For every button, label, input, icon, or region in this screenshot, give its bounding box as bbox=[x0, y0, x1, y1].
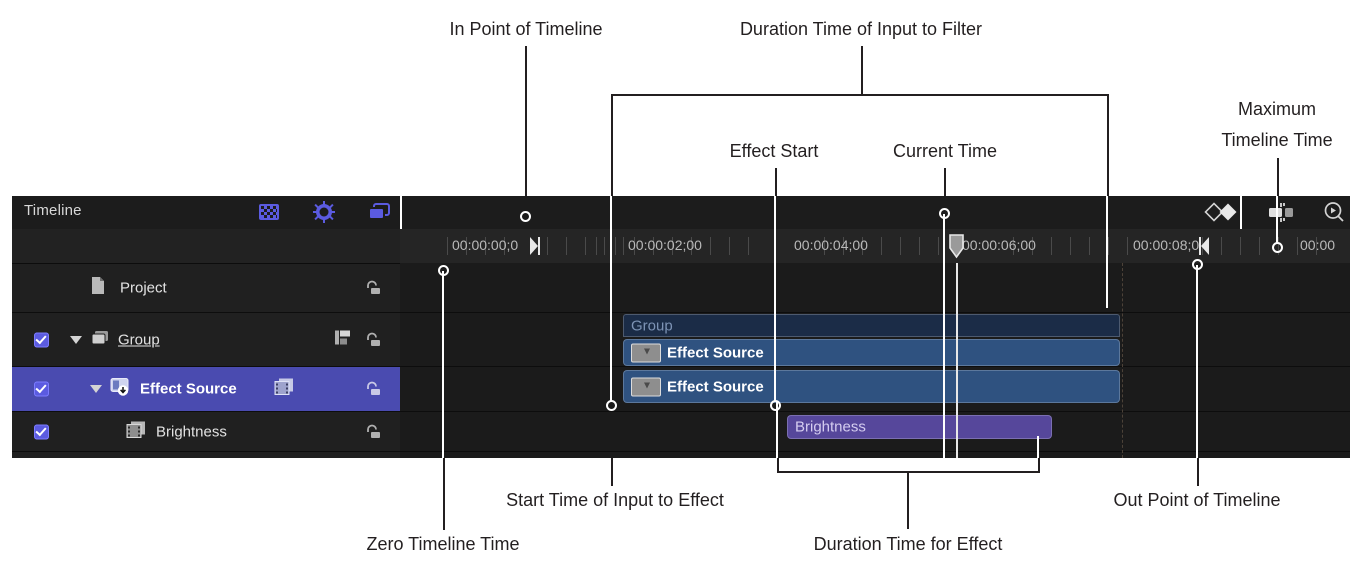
clip-brightness[interactable]: Brightness bbox=[787, 415, 1052, 439]
align-icon[interactable] bbox=[334, 329, 352, 350]
leader-duration-for-effect-stem bbox=[907, 471, 909, 529]
ruler-timecode-3: 00:00:06;00 bbox=[962, 237, 1036, 253]
in-point-marker[interactable] bbox=[529, 236, 541, 261]
timeline-panel: Timeline bbox=[12, 196, 1350, 458]
clip-group[interactable]: Group bbox=[623, 314, 1120, 337]
pin-line-zero-timeline-time bbox=[442, 271, 444, 458]
pin-in-point bbox=[520, 211, 531, 222]
ruler-timecode-2: 00:00:04;00 bbox=[794, 237, 868, 253]
annotation-current-time: Current Time bbox=[892, 141, 998, 161]
pin-line-duration-input-filter-left bbox=[610, 196, 612, 308]
annotation-duration-input-filter: Duration Time of Input to Filter bbox=[739, 19, 983, 39]
pin-line-duration-for-effect-left bbox=[776, 402, 778, 458]
clip-thumbnail bbox=[631, 377, 661, 396]
ruler-timecode-0: 00:00:00;0 bbox=[452, 237, 519, 253]
disclosure-triangle-group[interactable] bbox=[70, 335, 82, 344]
filmstrip-icon bbox=[126, 420, 146, 443]
lane-project bbox=[400, 263, 1350, 313]
lock-icon[interactable] bbox=[364, 381, 382, 397]
annotation-maximum-timeline-time-line2: Timeline Time bbox=[1221, 130, 1333, 150]
header-divider-left bbox=[400, 196, 402, 229]
annotation-in-point: In Point of Timeline bbox=[449, 19, 603, 39]
panel-title: Timeline bbox=[24, 202, 82, 219]
pin-line-start-time-input-effect bbox=[610, 306, 612, 402]
visibility-checkbox-group[interactable] bbox=[34, 332, 49, 347]
pin-line-duration-for-effect-right bbox=[1037, 436, 1039, 458]
layer-name-effect-source: Effect Source bbox=[140, 380, 237, 398]
zoom-play-icon[interactable] bbox=[1322, 201, 1346, 223]
annotation-zero-timeline-time: Zero Timeline Time bbox=[366, 534, 520, 554]
playhead-line bbox=[956, 263, 958, 458]
clip-label-effect-source: Effect Source bbox=[667, 378, 764, 395]
clip-label-group: Group bbox=[631, 317, 673, 334]
lock-icon[interactable] bbox=[364, 332, 382, 348]
visibility-checkbox-brightness[interactable] bbox=[34, 424, 49, 439]
out-point-marker[interactable] bbox=[1198, 236, 1210, 261]
pin-line-current-time bbox=[943, 214, 945, 458]
pin-line-effect-start bbox=[774, 196, 776, 402]
lane-brightness bbox=[400, 412, 1350, 452]
ruler-timecode-4: 00:00:08;0 bbox=[1133, 237, 1200, 253]
layer-name-project: Project bbox=[120, 279, 167, 296]
lane-effect-source bbox=[400, 367, 1350, 412]
checkerboard-icon[interactable] bbox=[257, 201, 281, 223]
leader-duration-input-filter-stem bbox=[861, 46, 863, 94]
annotation-maximum-timeline-time-line1: Maximum bbox=[1237, 99, 1316, 119]
annotation-start-time-input-effect: Start Time of Input to Effect bbox=[506, 490, 724, 510]
layer-row-effect-source[interactable]: Effect Source bbox=[12, 367, 400, 412]
clip-effect-source-nested[interactable]: Effect Source bbox=[623, 339, 1120, 366]
effect-source-icon bbox=[110, 377, 132, 402]
pin-line-duration-input-filter-right bbox=[1106, 196, 1108, 308]
ruler-timecode-1: 00:00:02;00 bbox=[628, 237, 702, 253]
timeline-header: Timeline bbox=[12, 196, 1350, 229]
keyframe-icon[interactable] bbox=[1202, 201, 1246, 223]
lane-group bbox=[400, 313, 1350, 367]
layer-row-project[interactable]: Project bbox=[12, 263, 400, 313]
ruler-timecode-5: 00:00 bbox=[1300, 237, 1336, 253]
layer-name-brightness: Brightness bbox=[156, 423, 227, 440]
disclosure-triangle-effect-source[interactable] bbox=[90, 385, 102, 393]
document-icon bbox=[90, 276, 106, 300]
clip-thumbnail bbox=[631, 343, 661, 362]
trim-clip-icon[interactable] bbox=[1265, 201, 1297, 223]
layer-list-spacer bbox=[12, 229, 400, 264]
annotation-effect-start: Effect Start bbox=[729, 141, 819, 161]
playhead-handle[interactable] bbox=[948, 234, 965, 263]
pin-line-out-point bbox=[1196, 265, 1198, 458]
timeline-lanes: Group Effect Source Effect Source Bright… bbox=[400, 263, 1350, 458]
clip-effect-source[interactable]: Effect Source bbox=[623, 370, 1120, 403]
lock-icon[interactable] bbox=[364, 280, 382, 296]
annotation-duration-for-effect: Duration Time for Effect bbox=[813, 534, 1003, 554]
leader-duration-input-filter-top bbox=[611, 94, 1109, 96]
pin-line-maximum-timeline-time bbox=[1276, 196, 1278, 244]
header-divider-right bbox=[1240, 196, 1242, 229]
layer-name-group: Group bbox=[118, 331, 160, 348]
group-icon bbox=[90, 329, 110, 351]
visibility-checkbox-effect-source[interactable] bbox=[34, 381, 49, 397]
annotation-out-point: Out Point of Timeline bbox=[1113, 490, 1281, 510]
layers-icon[interactable] bbox=[366, 201, 390, 223]
filmstrip-icon[interactable] bbox=[274, 378, 294, 401]
layer-row-brightness[interactable]: Brightness bbox=[12, 412, 400, 452]
gear-icon[interactable] bbox=[312, 201, 336, 223]
clip-label-effect-source-nested: Effect Source bbox=[667, 344, 764, 361]
lock-icon[interactable] bbox=[364, 424, 382, 440]
layer-list: Project Group bbox=[12, 229, 400, 458]
timeline-ruler[interactable]: 00:00:00;0 00:00:02;00 00:00:04;00 00:00… bbox=[400, 229, 1350, 264]
timeline-track-area: 00:00:00;0 00:00:02;00 00:00:04;00 00:00… bbox=[400, 229, 1350, 458]
leader-in-point bbox=[525, 46, 527, 212]
layer-row-group[interactable]: Group bbox=[12, 313, 400, 367]
clip-label-brightness: Brightness bbox=[795, 418, 866, 436]
max-time-guide bbox=[1122, 263, 1123, 458]
